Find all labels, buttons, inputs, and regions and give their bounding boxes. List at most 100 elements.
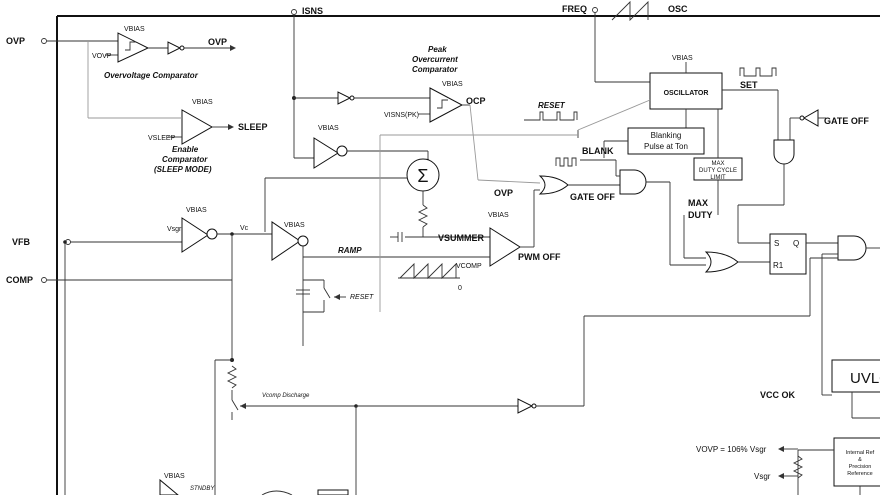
pin-ovp-label: OVP: [6, 36, 25, 46]
vbias-standby: VBIAS: [164, 473, 185, 480]
sleep-signal: SLEEP: [238, 122, 268, 132]
svg-text:OSCILLATOR: OSCILLATOR: [664, 90, 709, 97]
ocp-signal: OCP: [466, 96, 486, 106]
comp-resistor: [226, 365, 238, 389]
sr-latch-block: [769, 233, 807, 275]
zero-label: 0: [458, 285, 462, 292]
summer: Σ VSUMMER: [264, 158, 490, 243]
blank-signal: BLANK: [582, 146, 614, 156]
pin-comp[interactable]: [41, 277, 47, 283]
gate-off-input: GATE OFF: [737, 109, 869, 244]
or-gate-faults: [538, 175, 569, 195]
gate-off-logic: OVP GATE OFF BLANK: [494, 130, 706, 266]
reset-cap-signal: RESET: [350, 294, 374, 301]
pwm-comparator: [489, 227, 521, 267]
svg-text:Q: Q: [793, 239, 799, 248]
vsummer-signal: VSUMMER: [438, 233, 485, 243]
ramp-signal: RAMP: [338, 246, 362, 255]
overvoltage-comparator: [117, 32, 150, 63]
standby-comparator: [159, 478, 179, 495]
uvlo-section: UVLO VCC OK Internal Ref&PrecisionRefere…: [696, 359, 880, 495]
vbias-ovp: VBIAS: [124, 26, 145, 33]
visns-label: VISNS(PK): [384, 112, 419, 119]
current-sense-amp: [313, 137, 339, 169]
oscillator-section: FREQ OSC OSCILLATOR VBIAS SET RESET: [524, 0, 779, 140]
ovp-buffer: [167, 41, 182, 55]
reset-top-signal: RESET: [538, 101, 566, 110]
pin-isns[interactable]: [291, 9, 297, 15]
ovp-mid-signal: OVP: [494, 188, 513, 198]
osc-waveform: [611, 0, 649, 22]
vsgr-label: Vsgr: [167, 226, 182, 233]
ramp-amplifier: [271, 221, 301, 261]
vfb-section: VFB COMP VBIAS Vsgr Vc Vcomp Discharge: [6, 207, 838, 495]
uvlo-block: [831, 359, 880, 393]
vsgr-ref-label: Vsgr: [754, 472, 771, 481]
reset-logic: [704, 251, 770, 273]
vcomp-discharge-label: Vcomp Discharge: [262, 393, 310, 399]
svg-text:Σ: Σ: [417, 166, 428, 186]
standby-section: VBIAS STNDBY: [159, 473, 349, 495]
svg-text:R1: R1: [773, 261, 784, 270]
reference-block: [833, 437, 880, 487]
gate-off-mid-signal: GATE OFF: [570, 192, 615, 202]
vbias-enable: VBIAS: [192, 99, 213, 106]
pin-ovp[interactable]: [41, 38, 47, 44]
vbias-pwm: VBIAS: [488, 212, 509, 219]
oscillator-block: [649, 72, 723, 110]
enable-comparator: [181, 109, 214, 145]
pin-freq-label: FREQ: [562, 4, 587, 14]
vbias-ocp: VBIAS: [442, 81, 463, 88]
overvoltage-comparator-label: Overvoltage Comparator: [104, 71, 199, 80]
pwm-off-signal: PWM OFF: [518, 252, 561, 262]
svg-text:UVLO: UVLO: [850, 370, 880, 387]
pin-isns-label: ISNS: [302, 6, 323, 16]
discharge-buffer: [517, 398, 534, 414]
and-gate-blank: [619, 169, 647, 195]
ovp-section: OVP VOVP VBIAS Overvoltage Comparator OV…: [6, 26, 236, 119]
and-gate-output: [837, 235, 867, 261]
blanking-block: [627, 127, 705, 155]
gate-off-top-signal: GATE OFF: [824, 116, 869, 126]
ovp-signal: OVP: [208, 37, 227, 47]
vcc-ok-signal: VCC OK: [760, 390, 796, 400]
ramp-section: VBIAS RAMP RESET: [271, 134, 578, 346]
ic-boundary: [56, 15, 880, 495]
gate-off-inverter: [802, 109, 819, 127]
sum-minus: -: [426, 154, 429, 164]
ramp-waveform: [399, 262, 457, 280]
pin-freq[interactable]: [592, 7, 598, 13]
vsleep-label: VSLEEP: [148, 135, 176, 142]
svg-text:S: S: [774, 239, 779, 248]
or-gate-reset: [704, 251, 739, 273]
vbias-osc: VBIAS: [672, 55, 693, 62]
vcomp-wave-label: VCOMP: [456, 263, 482, 270]
pin-vfb-label: VFB: [12, 237, 31, 247]
set-signal: SET: [740, 80, 758, 90]
stndby-signal: STNDBY: [190, 486, 215, 492]
peak-overcurrent-comparator: [429, 87, 464, 123]
vbias-ea: VBIAS: [186, 207, 207, 214]
error-amplifier: [181, 217, 209, 253]
vbias-ramp: VBIAS: [284, 222, 305, 229]
ocp-buffer: [337, 91, 352, 105]
vovp-label: VOVP: [92, 53, 112, 60]
vovp-ref-label: VOVP = 106% Vsgr: [696, 445, 767, 454]
pwm-section: VBIAS PWM OFF VCOMP 0: [398, 189, 561, 292]
vc-label: Vc: [240, 225, 249, 232]
summer-resistor: [417, 204, 429, 228]
vbias-cs: VBIAS: [318, 125, 339, 132]
and-gate-set: [773, 139, 795, 165]
sr-latch: S R1 Q: [769, 233, 880, 395]
